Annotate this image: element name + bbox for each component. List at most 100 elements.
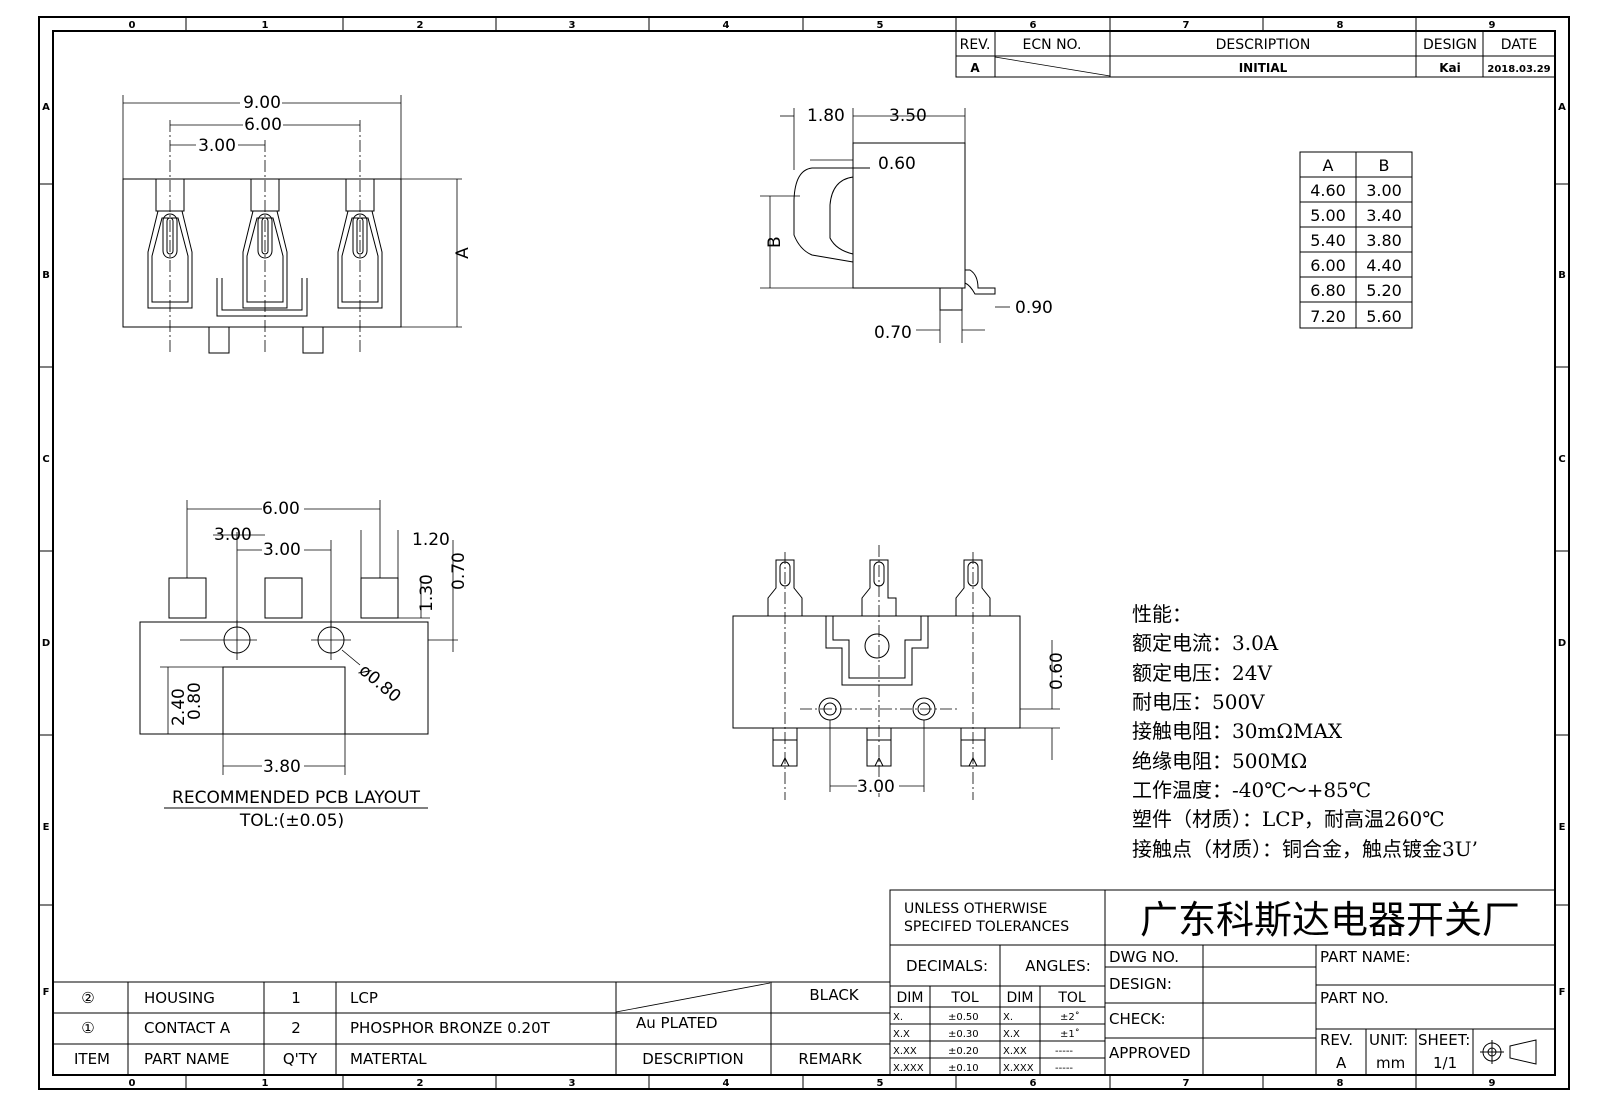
date-header: DATE <box>1501 37 1537 53</box>
row-label: D <box>1558 638 1566 649</box>
ab-cell: 6.80 <box>1310 281 1346 300</box>
spec-line: 耐电压：500V <box>1132 690 1265 714</box>
ab-cell: 7.20 <box>1310 307 1346 326</box>
row-label: A <box>42 102 50 113</box>
spec-line: 绝缘电阻：500MΩ <box>1132 749 1307 773</box>
col-label: 2 <box>417 1078 424 1089</box>
projection-symbol-icon <box>1480 1039 1537 1065</box>
sheet-label: SHEET: <box>1418 1031 1470 1049</box>
col-label: 7 <box>1183 1078 1190 1089</box>
dim-0-90: 0.90 <box>1015 298 1053 318</box>
bom-description: Au PLATED <box>636 1014 718 1032</box>
bom-header-qty: Q'TY <box>283 1050 318 1068</box>
col-label: 6 <box>1030 20 1037 31</box>
row-label: B <box>1558 270 1566 281</box>
title-block: UNLESS OTHERWISE SPECIFED TOLERANCES 广东科… <box>889 889 1556 1076</box>
spec-list: 性能： 额定电流：3.0A 额定电压：24V 耐电压：500V 接触电阻：30m… <box>1132 602 1478 861</box>
bom-table: ② HOUSING 1 LCP BLACK ① CONTACT A 2 PHOS… <box>52 981 891 1076</box>
col-label: 5 <box>877 20 884 31</box>
row-label: C <box>1558 454 1565 465</box>
bom-part-name: HOUSING <box>144 989 215 1007</box>
tolerance-note-2: SPECIFED TOLERANCES <box>904 919 1069 935</box>
bom-qty: 2 <box>291 1019 301 1037</box>
approved-label: APPROVED <box>1109 1044 1191 1062</box>
ab-cell: 5.60 <box>1366 307 1402 326</box>
pcb-dim-3-00-a: 3.00 <box>214 525 252 545</box>
tolerance-note-1: UNLESS OTHERWISE <box>904 901 1047 917</box>
dim-0-70: 0.70 <box>874 323 912 343</box>
dim-3-50: 3.50 <box>889 106 927 126</box>
col-label: 9 <box>1489 20 1496 31</box>
bom-item: ① <box>81 1019 94 1037</box>
col-label: 8 <box>1337 20 1344 31</box>
front-view-top: 9.00 6.00 3.00 A <box>122 92 473 355</box>
dim-6-00: 6.00 <box>244 115 282 135</box>
dec-dim: X. <box>893 1012 903 1023</box>
bottom-view: 0.60 3.00 <box>732 545 1067 800</box>
ab-table: A B 4.60 3.00 5.00 3.40 5.40 3.80 6.00 4… <box>1299 151 1413 329</box>
dec-tol: ±0.50 <box>948 1012 979 1023</box>
dec-tol: ±0.10 <box>948 1063 979 1074</box>
design-label: DESIGN: <box>1109 975 1172 993</box>
pcb-dim-0-70: 0.70 <box>449 552 469 590</box>
ab-cell: 4.60 <box>1310 181 1346 200</box>
bottom-dim-0-60: 0.60 <box>1047 652 1067 690</box>
col-label: 5 <box>877 1078 884 1089</box>
check-label: CHECK: <box>1109 1010 1166 1028</box>
bom-header-name: PART NAME <box>144 1050 230 1068</box>
ab-cell: 3.80 <box>1366 231 1402 250</box>
ang-tol: ----- <box>1055 1046 1073 1057</box>
date-value: 2018.03.29 <box>1487 64 1550 75</box>
row-label: B <box>42 270 50 281</box>
description-header: DESCRIPTION <box>1216 37 1311 53</box>
pcb-dim-phi-0-80: ø0.80 <box>355 661 405 707</box>
ab-header-a: A <box>1323 156 1334 175</box>
dec-dim-header: DIM <box>897 990 924 1006</box>
dec-tol-header: TOL <box>950 990 979 1006</box>
bom-header-material: MATERTAL <box>350 1050 427 1068</box>
col-label: 8 <box>1337 1078 1344 1089</box>
ab-cell: 5.00 <box>1310 206 1346 225</box>
ang-dim: X.XX <box>1003 1046 1027 1057</box>
description-value: INITIAL <box>1239 61 1288 75</box>
side-view: 1.80 3.50 0.60 B 0.90 0.70 <box>760 106 1053 343</box>
ecn-header: ECN NO. <box>1023 37 1082 53</box>
pcb-dim-3-80: 3.80 <box>263 757 301 777</box>
ang-tol: ±1˚ <box>1060 1028 1080 1040</box>
angles-label: ANGLES: <box>1025 957 1091 975</box>
row-label: C <box>42 454 49 465</box>
dim-1-80: 1.80 <box>807 106 845 126</box>
dim-b: B <box>765 236 785 248</box>
spec-line: 性能： <box>1132 602 1192 626</box>
pcb-dim-0-80: 0.80 <box>185 682 205 720</box>
bom-item: ② <box>81 989 94 1007</box>
ab-cell: 3.00 <box>1366 181 1402 200</box>
row-label: A <box>1558 102 1566 113</box>
col-label: 4 <box>723 20 730 31</box>
col-label: 7 <box>1183 20 1190 31</box>
pcb-dim-1-20: 1.20 <box>412 530 450 550</box>
ab-cell: 6.00 <box>1310 256 1346 275</box>
pcb-caption-title: RECOMMENDED PCB LAYOUT <box>172 788 421 808</box>
design-header: DESIGN <box>1423 37 1477 53</box>
dec-tol: ±0.20 <box>948 1046 979 1057</box>
bom-header-remark: REMARK <box>798 1050 863 1068</box>
ab-cell: 4.40 <box>1366 256 1402 275</box>
rev-value: A <box>970 61 980 75</box>
dec-dim: X.X <box>893 1029 910 1040</box>
part-name-label: PART NAME: <box>1320 948 1411 966</box>
ang-dim: X.XXX <box>1003 1063 1034 1074</box>
col-label: 3 <box>569 1078 576 1089</box>
ang-tol: ±2˚ <box>1060 1011 1080 1023</box>
col-label: 0 <box>129 1078 136 1089</box>
rev-header: REV. <box>960 37 991 53</box>
pcb-layout-view: 6.00 3.00 3.00 1.20 1.30 0.70 ø0.80 2.40… <box>139 499 469 831</box>
pcb-dim-1-30: 1.30 <box>417 574 437 612</box>
unit-value: mm <box>1376 1054 1405 1072</box>
spec-line: 额定电压：24V <box>1132 661 1272 685</box>
col-label: 0 <box>129 20 136 31</box>
pcb-dim-3-00-b: 3.00 <box>263 540 301 560</box>
ang-dim: X.X <box>1003 1029 1020 1040</box>
col-label: 3 <box>569 20 576 31</box>
bom-material: LCP <box>350 989 378 1007</box>
